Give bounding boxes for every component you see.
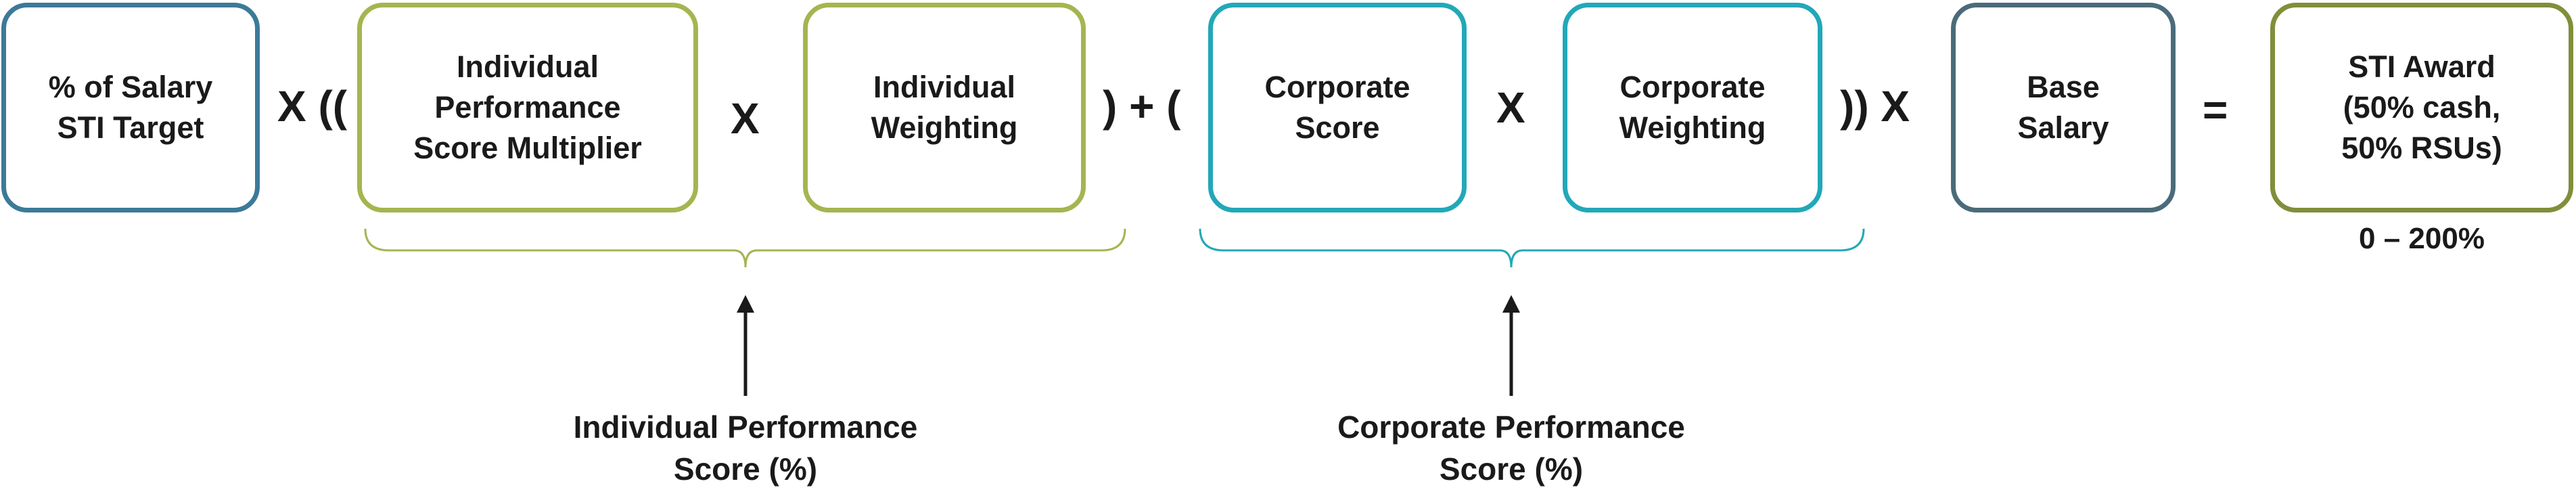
award-range-label: 0 – 200% — [2359, 222, 2485, 255]
salary-sti-target-box: % of Salary STI Target — [1, 3, 260, 212]
equals-operator: = — [2203, 85, 2228, 134]
individual-performance-score-label: Individual Performance Score (%) — [573, 409, 918, 487]
corporate-brace — [1199, 228, 1865, 268]
multiply-operator-corporate: X — [1496, 83, 1525, 132]
sti-award-box: STI Award (50% cash, 50% RSUs) — [2270, 3, 2573, 212]
individual-weighting-box: Individual Weighting — [803, 3, 1086, 212]
corporate-score-text: Corporate Score — [1264, 70, 1410, 145]
individual-performance-multiplier-box: Individual Performance Score Multiplier — [357, 3, 698, 212]
corporate-up-arrow — [1502, 295, 1520, 396]
base-salary-box: Base Salary — [1951, 3, 2176, 212]
individual-performance-multiplier-text: Individual Performance Score Multiplier — [413, 49, 642, 165]
multiply-open-operator: X (( — [277, 82, 348, 131]
plus-operator: ) + ( — [1103, 82, 1181, 131]
corporate-score-box: Corporate Score — [1208, 3, 1467, 212]
individual-brace — [364, 228, 1126, 268]
corporate-weighting-box: Corporate Weighting — [1563, 3, 1822, 212]
individual-up-arrow — [737, 295, 754, 396]
sti-award-text: STI Award (50% cash, 50% RSUs) — [2341, 49, 2502, 165]
individual-weighting-text: Individual Weighting — [871, 70, 1018, 145]
multiply-close-operator: )) X — [1840, 82, 1910, 131]
corporate-weighting-text: Corporate Weighting — [1619, 70, 1766, 145]
multiply-operator-individual: X — [731, 94, 760, 143]
base-salary-text: Base Salary — [2017, 70, 2109, 145]
salary-sti-target-text: % of Salary STI Target — [48, 70, 213, 145]
corporate-performance-score-label: Corporate Performance Score (%) — [1337, 409, 1685, 487]
